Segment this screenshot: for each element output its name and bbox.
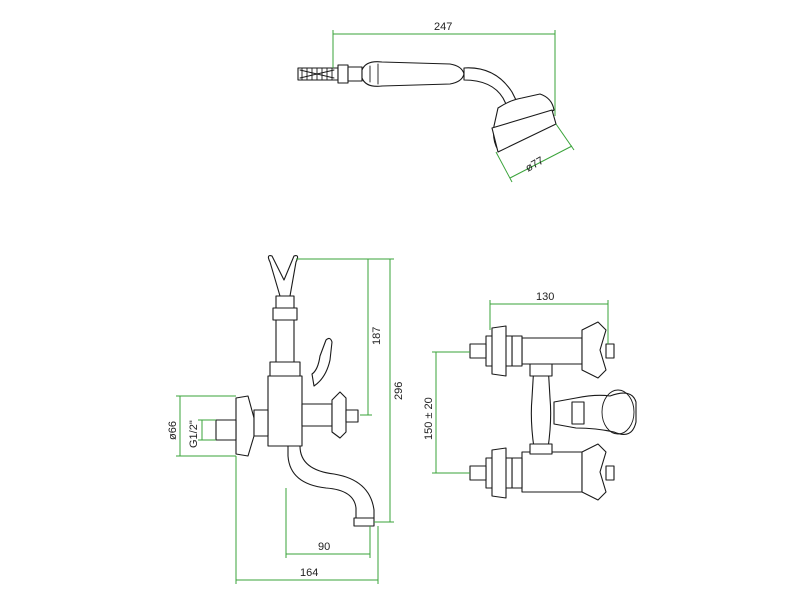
dim-total-depth: 164 bbox=[300, 567, 318, 579]
tap-handle bbox=[331, 391, 347, 439]
shower-handle bbox=[361, 61, 465, 87]
mixer-side-view: 187 296 ø66 G1/2" 90 164 bbox=[167, 255, 405, 584]
diverter-lever bbox=[311, 337, 333, 387]
front-diverter bbox=[553, 392, 637, 435]
mixer-front-view: 130 150 ± 20 bbox=[423, 291, 637, 501]
hose-nut bbox=[337, 64, 349, 84]
bottom-left-rosette bbox=[491, 447, 507, 499]
dim-head-diameter: ø77 bbox=[524, 155, 546, 175]
hand-shower: 247 ø77 bbox=[297, 21, 575, 183]
wall-flange bbox=[235, 395, 255, 457]
holder-fork bbox=[267, 255, 299, 297]
dim-holder-height: 187 bbox=[371, 327, 383, 345]
shower-hose bbox=[297, 67, 339, 81]
top-left-rosette bbox=[491, 325, 507, 377]
hose-collar bbox=[347, 66, 363, 82]
bath-spout bbox=[287, 445, 375, 519]
bottom-handle bbox=[581, 443, 607, 501]
dim-centers: 150 ± 20 bbox=[423, 397, 435, 440]
dim-spout-reach: 90 bbox=[318, 541, 330, 553]
center-column bbox=[530, 363, 552, 449]
dim-front-width: 130 bbox=[536, 291, 554, 303]
dim-total-height: 296 bbox=[393, 382, 405, 400]
dim-flange-diameter: ø66 bbox=[167, 421, 179, 440]
top-handle bbox=[581, 321, 607, 379]
dim-shower-length: 247 bbox=[434, 21, 452, 33]
top-crossbar bbox=[521, 337, 583, 365]
mixer-body bbox=[267, 375, 303, 447]
holder-tube bbox=[275, 295, 295, 363]
dim-connection: G1/2" bbox=[188, 420, 200, 448]
bottom-crossbar bbox=[521, 451, 583, 493]
inlet-pipe bbox=[215, 419, 237, 441]
holder-base-nut bbox=[269, 361, 301, 377]
spout-outlet bbox=[353, 517, 375, 527]
